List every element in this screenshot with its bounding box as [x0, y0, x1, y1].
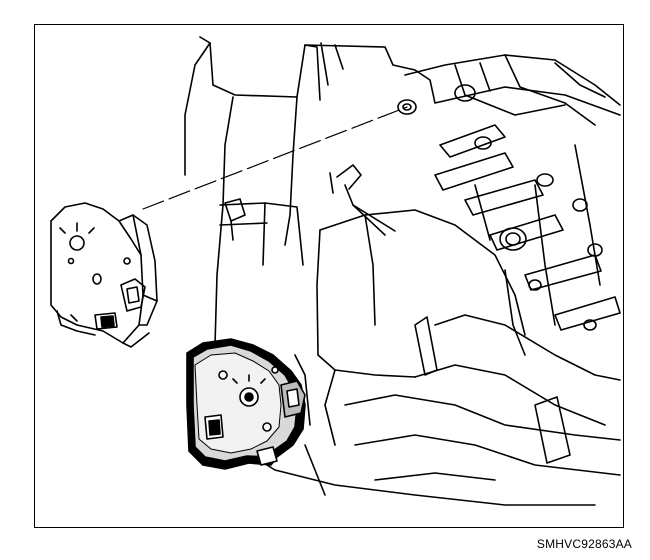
diagram-frame — [34, 24, 624, 528]
mode-actuator-upper — [50, 202, 158, 348]
figure-code-label: SMHVC92863AA — [536, 537, 632, 551]
hvac-module-housing — [184, 36, 621, 506]
alignment-leader-line — [142, 106, 408, 210]
mode-actuator-lower-highlighted — [186, 338, 306, 470]
hvac-actuator-diagram — [50, 36, 621, 506]
